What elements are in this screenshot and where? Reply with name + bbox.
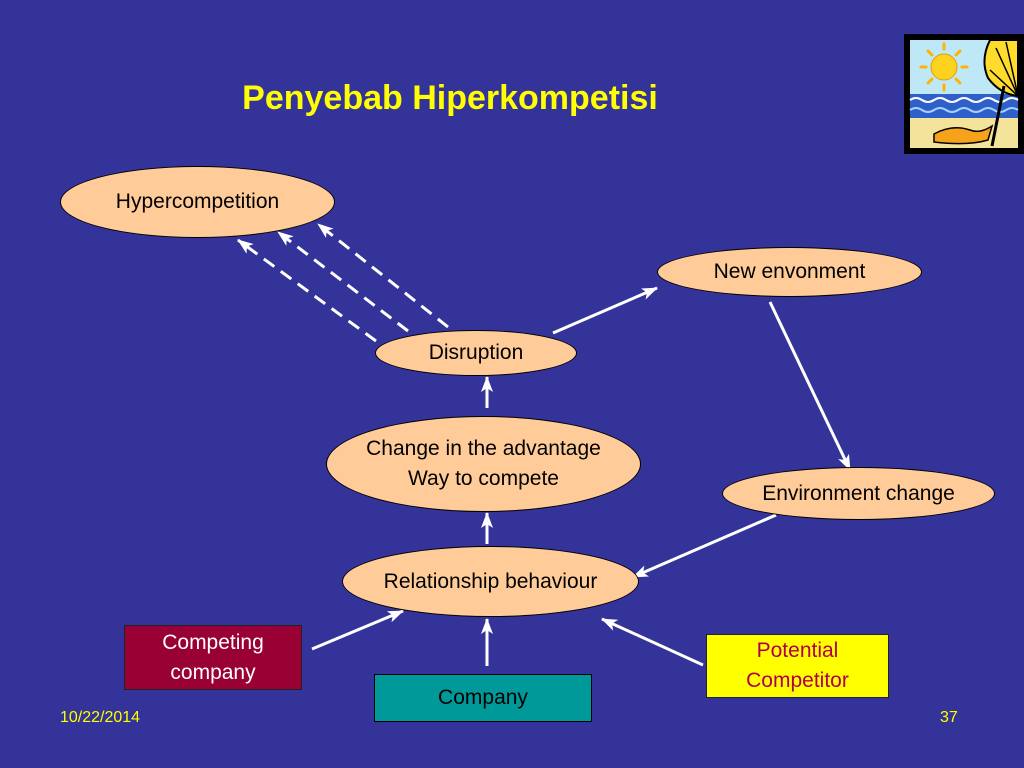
box-label: Company	[438, 686, 528, 709]
umbrella-icon	[983, 39, 1019, 147]
node-new-environment: New envonment	[657, 247, 922, 297]
node-label: Disruption	[428, 341, 524, 364]
arrow-competing-company-to-relationship	[311, 609, 404, 651]
node-label: Relationship behaviour	[383, 569, 598, 593]
footer-page-number: 37	[940, 709, 958, 726]
slide-title: Penyebab Hiperkompetisi	[242, 79, 658, 117]
node-change-in-advantage: Change in the advantage Way to compete	[326, 416, 641, 512]
node-label: Environment change	[762, 481, 955, 505]
arrow-environment-change-to-relationship-behaviour	[632, 513, 777, 579]
arrow-potential-competitor-to-relationship	[601, 617, 704, 667]
box-potential-competitor: Potential Competitor	[706, 634, 889, 698]
arrow-disruption-to-hypercompetition-3	[237, 238, 377, 343]
node-label-line-2: Way to compete	[408, 467, 559, 490]
box-label-line-2: Competitor	[746, 669, 849, 692]
box-label-line-2: company	[170, 660, 256, 684]
box-label-line-1: Potential	[756, 639, 839, 662]
node-disruption: Disruption	[375, 330, 577, 376]
beach-clipart-icon	[904, 34, 1024, 154]
arrow-disruption-to-hypercompetition-1	[317, 222, 449, 329]
node-label: New envonment	[713, 260, 866, 283]
box-label-line-1: Competing	[162, 630, 264, 654]
node-label-line-1: Change in the advantage	[366, 437, 601, 460]
box-company: Company	[374, 674, 592, 722]
node-label: Hypercompetition	[115, 190, 280, 213]
box-competing-company: Competing company	[124, 625, 302, 690]
node-relationship-behaviour: Relationship behaviour	[342, 546, 639, 617]
node-hypercompetition: Hypercompetition	[60, 166, 335, 238]
arrow-disruption-to-hypercompetition-2	[277, 230, 409, 333]
arrow-disruption-to-new-environment	[552, 286, 658, 335]
arrow-new-environment-to-environment-change	[768, 301, 852, 471]
sun-icon	[919, 42, 969, 92]
footer-date: 10/22/2014	[60, 709, 141, 726]
node-environment-change: Environment change	[722, 467, 995, 520]
